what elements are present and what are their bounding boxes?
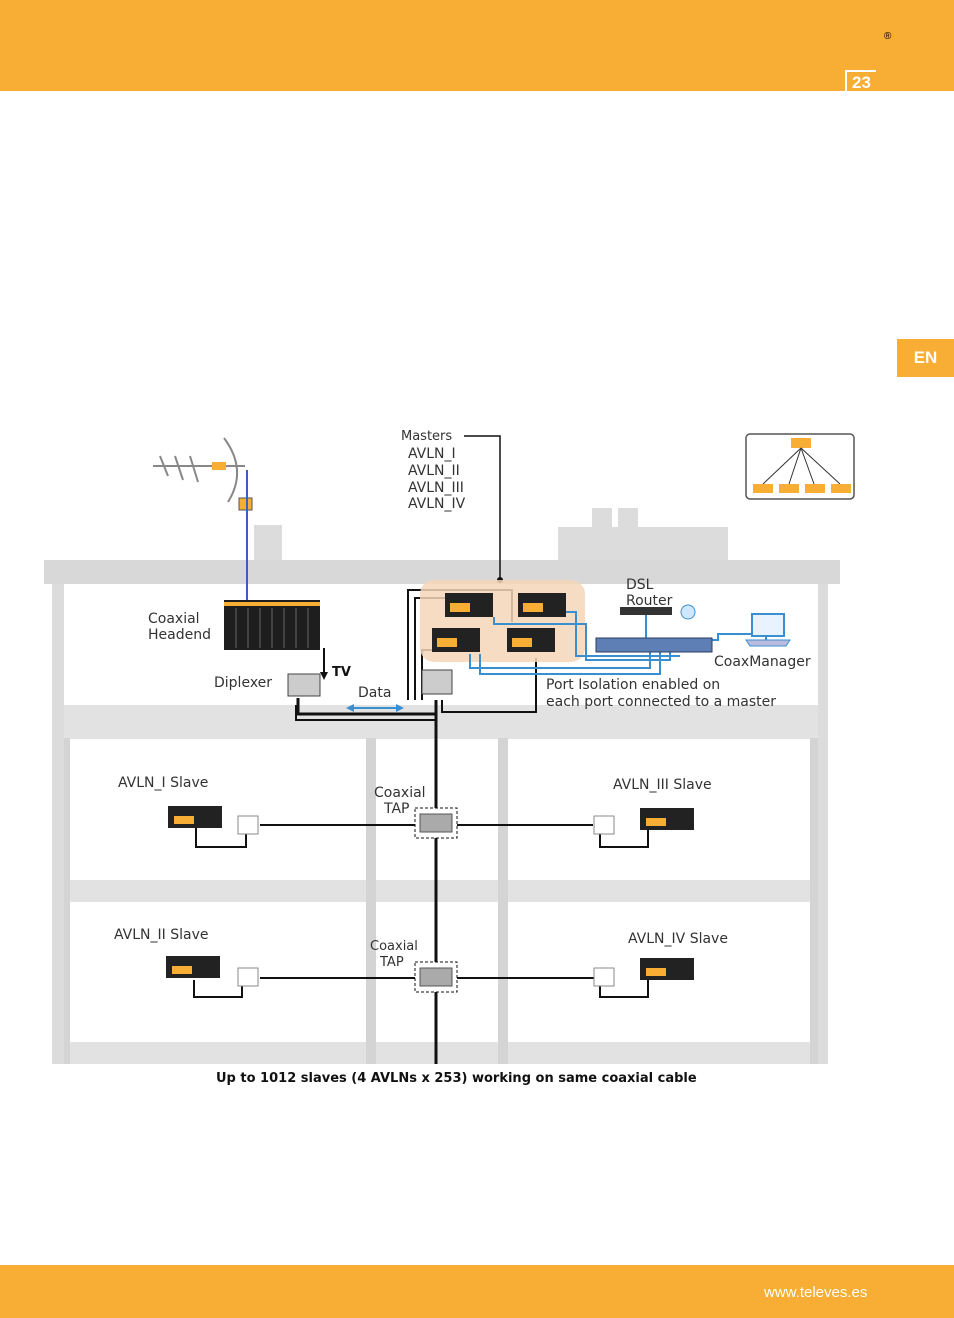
- masters-label: Masters: [401, 429, 452, 444]
- diagram-caption: Up to 1012 slaves (4 AVLNs x 253) workin…: [216, 1071, 697, 1086]
- slave-modem-icon: [166, 806, 694, 980]
- coax-manager-label: CoaxManager: [714, 654, 811, 670]
- master-avln-1: AVLN_I: [408, 446, 456, 462]
- slave-avln-3-label: AVLN_III Slave: [613, 777, 712, 793]
- master-avln-2: AVLN_II: [408, 463, 460, 479]
- coaxial-headend-icon: [224, 600, 320, 650]
- diplexer-label: Diplexer: [214, 675, 272, 691]
- laptop-icon: [745, 613, 791, 647]
- footer-url[interactable]: www.televes.es: [764, 1284, 868, 1301]
- slave-avln-4-label: AVLN_IV Slave: [628, 931, 728, 947]
- tv-label: TV: [332, 665, 351, 680]
- building: [44, 508, 840, 1064]
- ethernet-lines: [469, 611, 767, 675]
- port-isolation-line-1: Port Isolation enabled on: [546, 677, 720, 693]
- page-number: 23: [845, 70, 876, 92]
- port-isolation-line-2: each port connected to a master: [546, 694, 776, 710]
- master-avln-3: AVLN_III: [408, 480, 464, 496]
- registered-mark: ®: [884, 31, 892, 42]
- dsl-router-icon: [620, 607, 672, 615]
- tap-upper-label-1: Coaxial: [374, 785, 426, 801]
- master-avln-4: AVLN_IV: [408, 496, 466, 512]
- topology-legend: [745, 433, 855, 500]
- wall-socket-icon: [237, 815, 615, 987]
- coaxial-headend-label: Coaxial: [148, 611, 200, 627]
- tap-upper-label-2: TAP: [383, 801, 409, 817]
- dsl-label: DSL: [626, 577, 654, 593]
- tap-lower-label-2: TAP: [379, 955, 404, 970]
- footer-bar: [0, 1265, 954, 1318]
- coaxial-tap-icon: [414, 807, 458, 993]
- diplexer-icon: [287, 673, 321, 697]
- router-label: Router: [626, 593, 673, 609]
- data-label: Data: [358, 685, 391, 701]
- headend-label: Headend: [148, 627, 211, 643]
- tap-lower-label-1: Coaxial: [370, 939, 418, 954]
- slave-avln-1-label: AVLN_I Slave: [118, 775, 208, 791]
- slave-avln-2-label: AVLN_II Slave: [114, 927, 209, 943]
- internet-icon: [680, 604, 696, 620]
- switch-icon: [595, 637, 713, 653]
- header-bar: [0, 0, 954, 91]
- master-modem-icon: [432, 593, 566, 652]
- language-tab-en[interactable]: EN: [897, 339, 954, 377]
- antenna-icon: [153, 437, 253, 511]
- master-diplexer-icon: [421, 669, 453, 695]
